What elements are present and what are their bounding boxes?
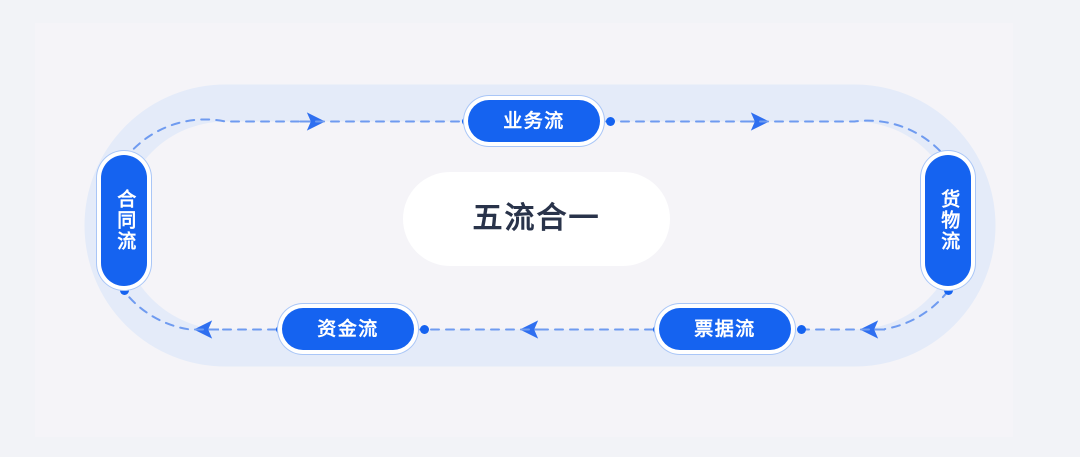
node-contract-flow[interactable]: 合同流 (101, 155, 147, 286)
node-goods-flow[interactable]: 货物流 (925, 155, 971, 286)
node-goods-flow-label: 货物流 (938, 189, 960, 252)
center-concept-pill: 五流合一 (403, 172, 670, 266)
node-capital-flow[interactable]: 资金流 (282, 308, 414, 350)
connector-dot-business-right (606, 117, 615, 126)
dash-segment-topright (759, 119, 949, 161)
dash-segment-bottomright-a (884, 290, 949, 330)
connector-dot-capital-right (420, 325, 429, 334)
connector-dot-contract-bottom (119, 286, 129, 295)
node-capital-flow-label: 资金流 (317, 318, 379, 340)
dash-segment-bottomleft-b (123, 290, 204, 331)
center-title-text: 五流合一 (472, 202, 601, 235)
connector-dot-bill-left (653, 325, 662, 334)
node-business-flow[interactable]: 业务流 (468, 100, 600, 142)
connector-dot-goods-bottom (943, 286, 953, 295)
connector-dot-capital-left (276, 325, 285, 334)
connector-dot-bill-right (797, 325, 806, 334)
node-bill-flow-label: 票据流 (694, 318, 756, 340)
node-business-flow-label: 业务流 (503, 110, 565, 132)
node-bill-flow[interactable]: 票据流 (659, 308, 791, 350)
node-contract-flow-label: 合同流 (114, 189, 136, 252)
dash-segment-topleft (123, 118, 301, 161)
connector-dot-business-left (462, 117, 471, 126)
